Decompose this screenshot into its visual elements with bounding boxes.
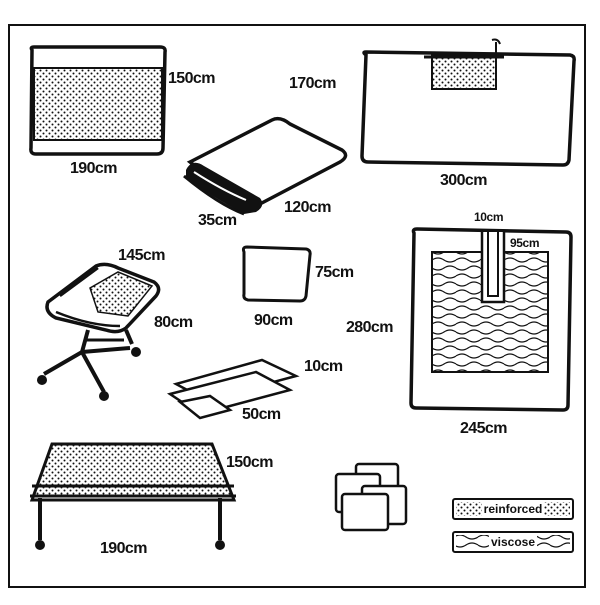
label-top-right-drape-width: 300cm — [440, 172, 487, 189]
label-towel-width: 90cm — [254, 312, 293, 329]
stand-cover — [37, 262, 161, 401]
table-cover — [29, 442, 237, 550]
label-top-left-sheet-height: 150cm — [168, 70, 215, 87]
label-table-cover-width: 190cm — [100, 540, 147, 557]
label-tape-length: 50cm — [242, 406, 281, 423]
label-stand-cover-height: 80cm — [154, 314, 193, 331]
label-slit-length: 95cm — [510, 236, 540, 250]
label-cover-width: 35cm — [198, 212, 237, 229]
small-towel — [241, 245, 312, 303]
legend-viscose-label: viscose — [488, 535, 538, 549]
label-slit-width: 10cm — [474, 210, 504, 224]
label-cover-length: 120cm — [284, 199, 331, 216]
label-tape-width: 10cm — [304, 358, 343, 375]
legend-viscose: viscose — [452, 531, 574, 553]
outer-frame — [8, 24, 586, 588]
rolled-cover — [183, 116, 348, 216]
adhesive-tapes — [166, 358, 300, 420]
label-stand-cover-width: 145cm — [118, 247, 165, 264]
label-top-left-sheet-width: 190cm — [70, 160, 117, 177]
stacked-towels — [334, 462, 408, 532]
label-large-drape-width: 245cm — [460, 420, 507, 437]
label-large-drape-height: 280cm — [346, 319, 393, 336]
label-table-cover-height: 150cm — [226, 454, 273, 471]
top-left-sheet — [29, 45, 167, 156]
legend-reinforced-label: reinforced — [481, 502, 545, 516]
large-slit-drape — [409, 227, 573, 412]
label-towel-height: 75cm — [315, 264, 354, 281]
legend-reinforced: reinforced — [452, 498, 574, 520]
label-top-right-drape-height: 170cm — [289, 75, 336, 92]
top-right-drape — [360, 38, 576, 167]
